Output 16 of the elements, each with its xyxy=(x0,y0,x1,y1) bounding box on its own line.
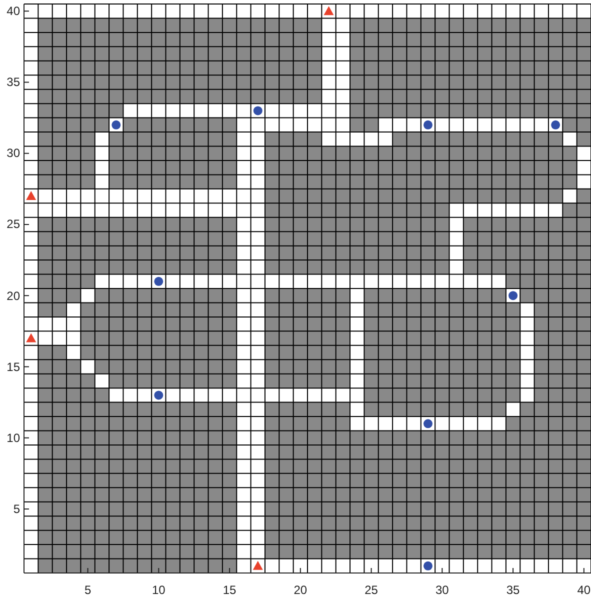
tick-label: 30 xyxy=(435,583,449,597)
tick-label: 10 xyxy=(152,583,166,597)
tick-label: 5 xyxy=(84,583,92,597)
tick-label: 15 xyxy=(222,583,236,597)
tick-label: 5 xyxy=(13,502,20,516)
tick-label: 20 xyxy=(6,288,20,303)
tick-label: 40 xyxy=(6,4,20,18)
tick-label: 25 xyxy=(364,583,378,597)
tick-label: 30 xyxy=(6,146,20,160)
tick-label: 35 xyxy=(6,75,20,90)
tick-label: 40 xyxy=(577,583,591,597)
tick-label: 10 xyxy=(6,430,20,445)
tick-label: 25 xyxy=(6,217,20,232)
tick-label: 35 xyxy=(506,583,520,597)
tick-label: 15 xyxy=(6,360,20,374)
tick-label: 20 xyxy=(294,583,308,597)
